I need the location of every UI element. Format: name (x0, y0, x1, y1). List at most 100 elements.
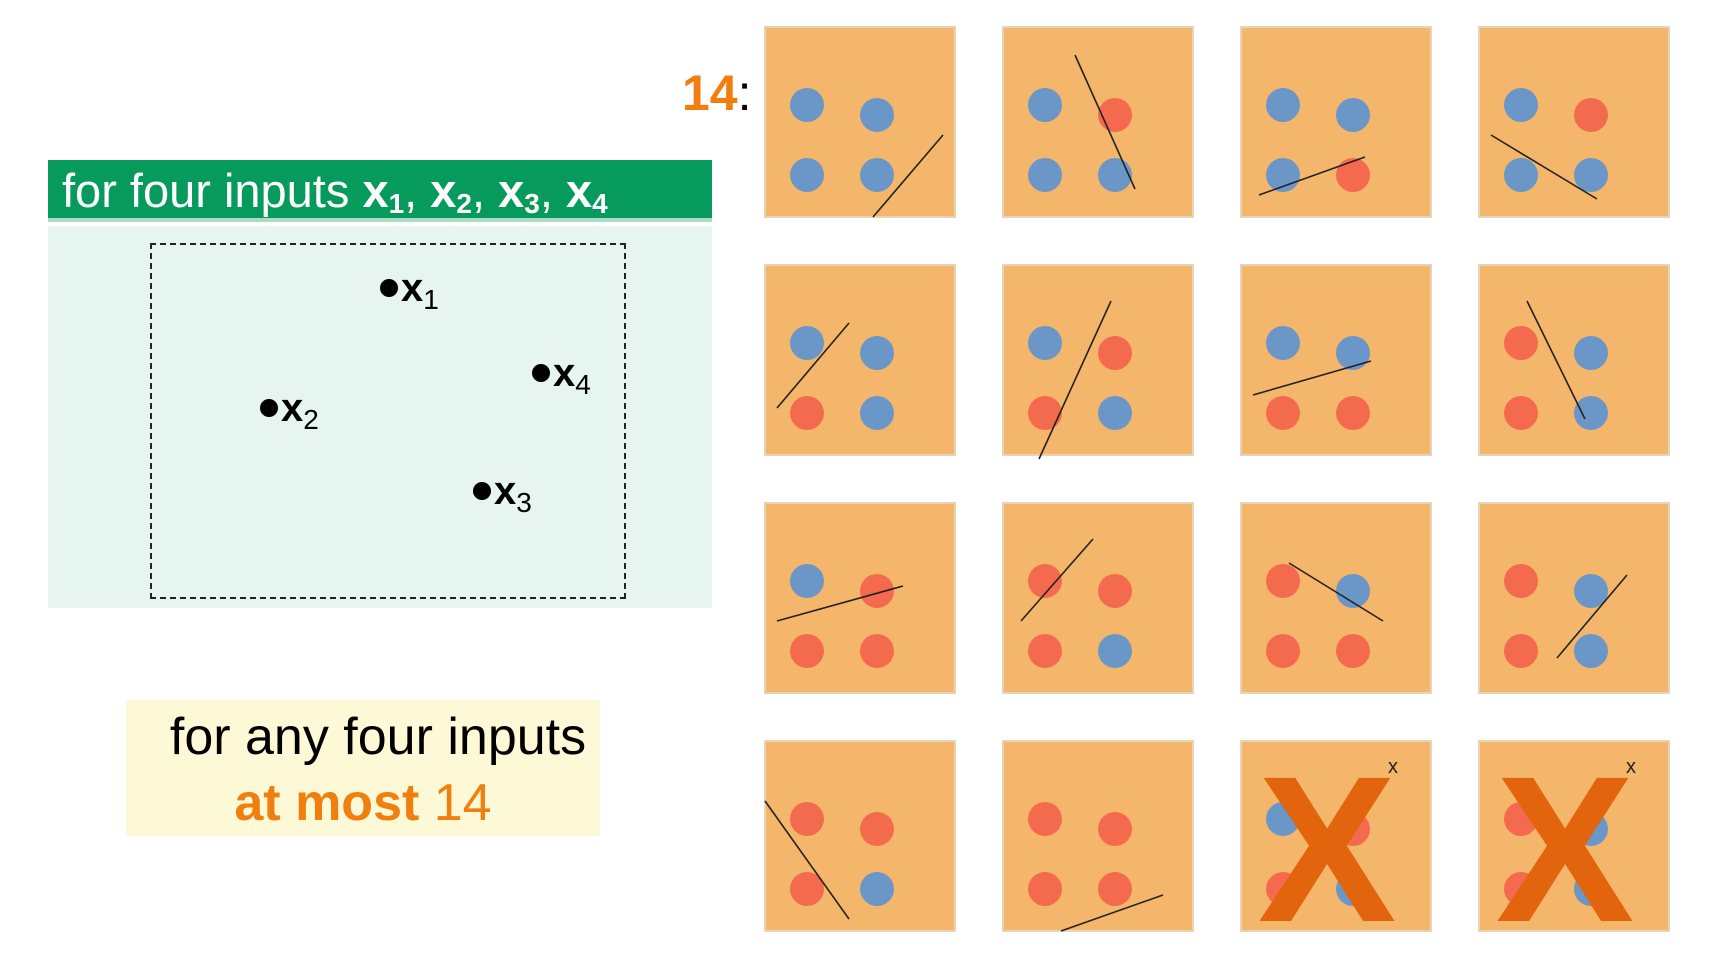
tile-background (764, 264, 956, 456)
dichotomy-tile-10 (1002, 502, 1194, 694)
dichotomy-tile-3 (1240, 26, 1432, 218)
summary-box: for any four inputs at most 14 (126, 700, 600, 836)
separator-line (872, 134, 944, 218)
point-red-x4 (1336, 396, 1370, 430)
separator-line (1258, 156, 1366, 196)
point-blue-x2 (790, 158, 824, 192)
dichotomy-tile-16: Xx (1478, 734, 1670, 966)
summary-line-2: at most 14 (234, 774, 492, 832)
dichotomy-tile-9 (764, 502, 956, 694)
point-x4: x4 (532, 351, 591, 401)
dichotomy-tile-1 (764, 26, 956, 218)
separator-line (1252, 360, 1372, 396)
point-blue-x1 (1266, 802, 1300, 836)
point-red-x2 (1504, 634, 1538, 668)
dichotomy-tile-12 (1478, 502, 1670, 694)
point-red-x3 (1336, 812, 1370, 846)
point-blue-x2 (1028, 158, 1062, 192)
header-input-2: x2 (430, 164, 472, 219)
point-red-x4 (1098, 872, 1132, 906)
point-red-x1 (1028, 802, 1062, 836)
point-red-x1 (790, 802, 824, 836)
point-blue-x3 (1574, 574, 1608, 608)
dichotomy-tile-2 (1002, 26, 1194, 218)
point-red-x3 (860, 574, 894, 608)
point-red-x2 (1266, 872, 1300, 906)
point-red-x4 (1336, 634, 1370, 668)
point-blue-x1 (1028, 88, 1062, 122)
point-blue-x3 (1336, 574, 1370, 608)
point-red-x1 (1504, 326, 1538, 360)
point-red-x2 (1028, 634, 1062, 668)
point-blue-x4 (1574, 872, 1608, 906)
dichotomy-tile-15: Xx (1240, 734, 1432, 966)
separator-line (776, 585, 904, 622)
tile-background (1002, 502, 1194, 694)
input-region-box (150, 243, 626, 599)
point-blue-x4 (1574, 158, 1608, 192)
point-blue-x4 (1574, 396, 1608, 430)
point-red-x1 (1504, 564, 1538, 598)
point-blue-x3 (860, 98, 894, 132)
small-x-mark: x (1388, 756, 1398, 778)
point-blue-x4 (1336, 872, 1370, 906)
separator-line (1526, 300, 1586, 420)
point-red-x3 (1098, 574, 1132, 608)
point-blue-x3 (1574, 336, 1608, 370)
dichotomy-tile-7 (1240, 264, 1432, 456)
point-blue-x3 (1336, 336, 1370, 370)
point-red-x2 (1504, 396, 1538, 430)
point-x3: x3 (473, 469, 532, 519)
point-red-x2 (1028, 396, 1062, 430)
point-x1: x1 (380, 266, 439, 316)
tile-background (1002, 26, 1194, 218)
separator-line (1020, 538, 1094, 622)
point-blue-x4 (1098, 158, 1132, 192)
point-red-x3 (860, 812, 894, 846)
dichotomy-tile-5 (764, 264, 956, 456)
separator-line (1288, 562, 1384, 622)
tile-background (764, 740, 956, 932)
point-red-x4 (1336, 158, 1370, 192)
separator-line (1038, 300, 1112, 460)
point-blue-x4 (860, 872, 894, 906)
cross-out-icon: X (1258, 734, 1397, 966)
dichotomy-tile-8 (1478, 264, 1670, 456)
tile-background (1478, 502, 1670, 694)
summary-line-1: for any four inputs (169, 708, 587, 766)
point-blue-x1 (1266, 88, 1300, 122)
point-red-x3 (1098, 98, 1132, 132)
separator-line (1060, 894, 1164, 932)
point-red-x2 (790, 872, 824, 906)
tile-background (1002, 264, 1194, 456)
dichotomy-tile-4 (1478, 26, 1670, 218)
point-blue-x4 (1098, 634, 1132, 668)
point-red-x4 (860, 634, 894, 668)
separator-line (1556, 574, 1628, 659)
point-blue-x3 (1574, 812, 1608, 846)
separator-line (764, 800, 850, 920)
point-blue-x4 (860, 396, 894, 430)
tile-background (1240, 264, 1432, 456)
point-red-x3 (1098, 812, 1132, 846)
point-red-x2 (1028, 872, 1062, 906)
point-blue-x1 (1266, 326, 1300, 360)
point-red-x1 (1028, 564, 1062, 598)
point-blue-x4 (860, 158, 894, 192)
point-blue-x1 (790, 88, 824, 122)
tile-background (1240, 26, 1432, 218)
point-red-x2 (1504, 872, 1538, 906)
dichotomy-tile-6 (1002, 264, 1194, 460)
dichotomy-count: 14 (682, 65, 738, 121)
header-prefix: for four inputs (62, 164, 363, 217)
point-blue-x3 (860, 336, 894, 370)
point-blue-x1 (1504, 88, 1538, 122)
small-x-mark: x (1626, 756, 1636, 778)
dichotomy-tile-13 (764, 740, 956, 932)
point-red-x2 (1266, 634, 1300, 668)
point-x2: x2 (260, 386, 319, 436)
point-red-x2 (1266, 396, 1300, 430)
tile-background (764, 26, 956, 218)
point-red-x1 (1266, 564, 1300, 598)
cross-out-icon: X (1496, 734, 1635, 966)
